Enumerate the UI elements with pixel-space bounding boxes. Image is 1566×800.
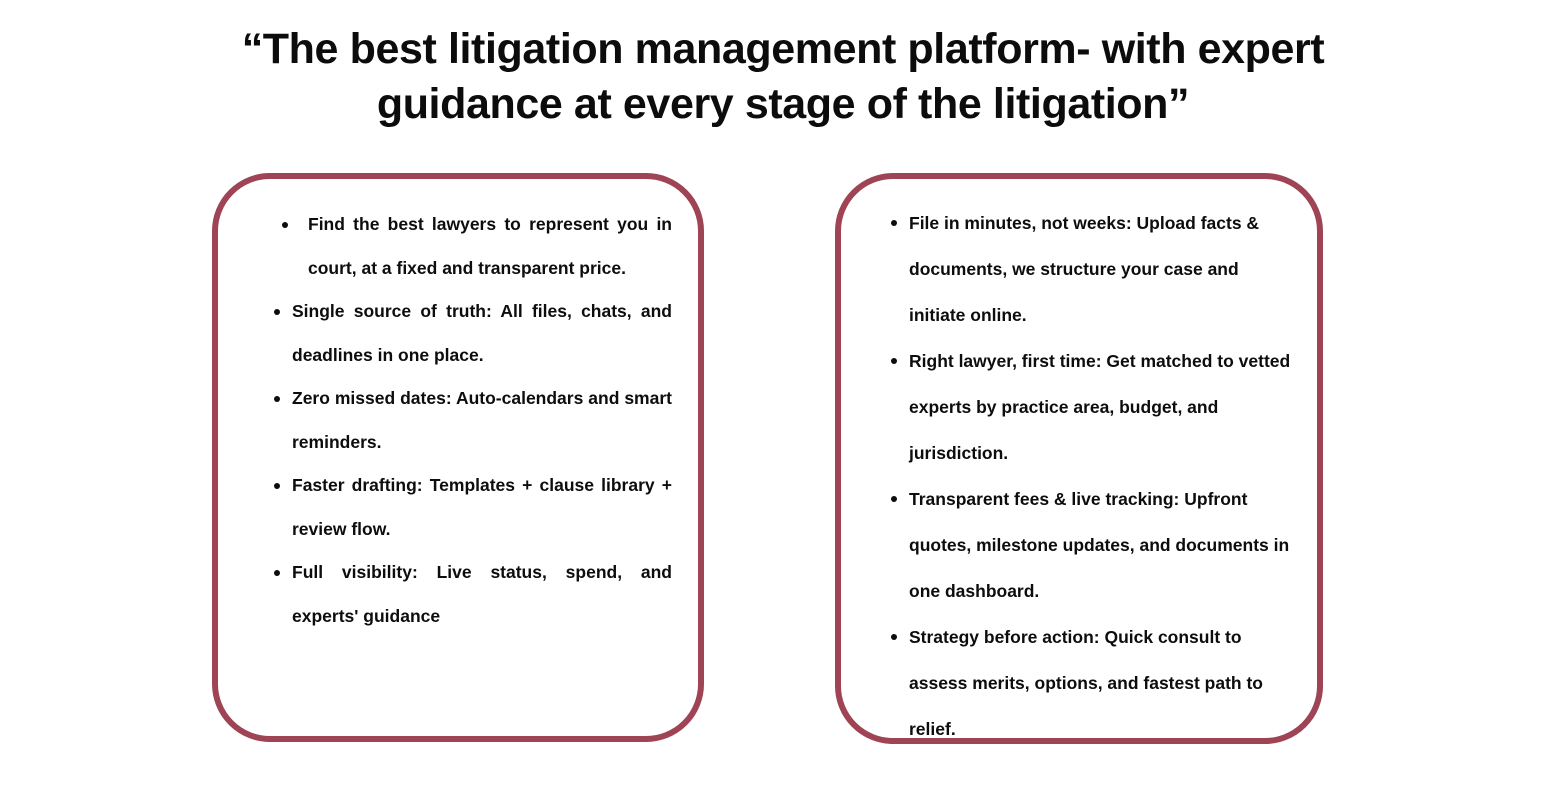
- list-item: Single source of truth: All files, chats…: [262, 290, 672, 377]
- page-title-line-1: “The best litigation management platform…: [241, 25, 1325, 73]
- list-item: Right lawyer, first time: Get matched to…: [879, 338, 1299, 476]
- list-item: Faster drafting: Templates + clause libr…: [262, 464, 672, 551]
- benefits-card-right: File in minutes, not weeks: Upload facts…: [835, 173, 1323, 744]
- page-title: “The best litigation management platform…: [170, 22, 1396, 132]
- list-item: Full visibility: Live status, spend, and…: [262, 551, 672, 638]
- page-title-line-2: guidance at every stage of the litigatio…: [376, 80, 1190, 128]
- list-item: Find the best lawyers to represent you i…: [262, 203, 672, 290]
- benefits-list-left: Find the best lawyers to represent you i…: [262, 203, 672, 638]
- benefits-list-right: File in minutes, not weeks: Upload facts…: [879, 200, 1299, 752]
- list-item: Zero missed dates: Auto-calendars and sm…: [262, 377, 672, 464]
- list-item: File in minutes, not weeks: Upload facts…: [879, 200, 1299, 338]
- benefits-card-left: Find the best lawyers to represent you i…: [212, 173, 704, 742]
- list-item: Transparent fees & live tracking: Upfron…: [879, 476, 1299, 614]
- list-item: Strategy before action: Quick consult to…: [879, 614, 1299, 752]
